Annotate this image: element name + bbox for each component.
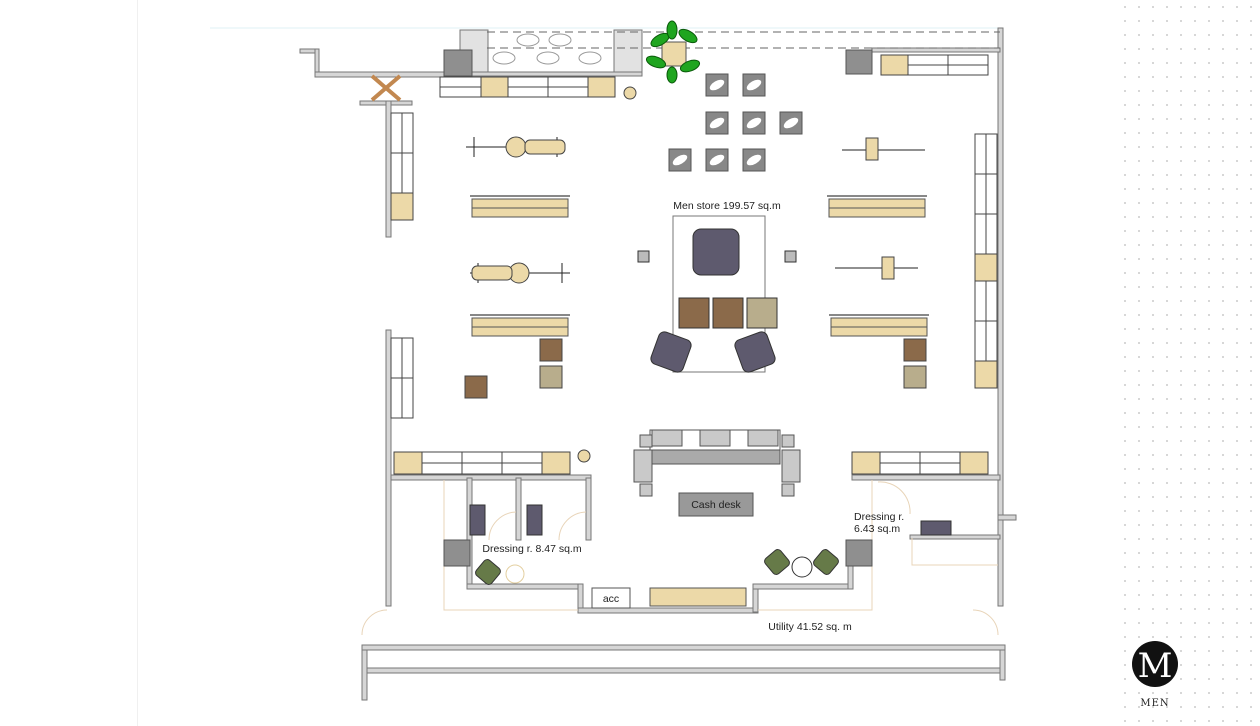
rug-tile xyxy=(539,338,563,362)
cash-desk-label: Cash desk xyxy=(691,499,741,511)
side-table xyxy=(637,250,650,263)
left-margin xyxy=(0,0,138,726)
shelf-unit xyxy=(974,253,998,282)
rug-tile xyxy=(539,365,563,389)
decor-stone xyxy=(492,51,516,65)
decor-stone xyxy=(578,51,602,65)
plinth-top xyxy=(709,117,725,129)
wall-shelving xyxy=(390,54,998,475)
plinth-top xyxy=(783,117,799,129)
dressing-room-left-label: Dressing r. 8.47 sq.m xyxy=(482,543,581,555)
light-fixture xyxy=(577,449,591,463)
decor-stone xyxy=(516,33,540,47)
decor-stone xyxy=(536,51,560,65)
door-swings xyxy=(361,74,999,636)
plinth-top xyxy=(672,154,688,166)
display-plinths xyxy=(464,33,927,399)
ottoman xyxy=(692,228,740,276)
acc-label: acc xyxy=(603,593,619,605)
shelf-unit xyxy=(880,54,909,76)
shelf-unit xyxy=(480,76,509,98)
round-table xyxy=(505,136,527,158)
dressing-room-right-label: Dressing r. xyxy=(854,511,904,523)
shelf-unit xyxy=(587,76,616,98)
plant-icon xyxy=(645,20,701,84)
pillars xyxy=(443,49,873,567)
display-racks xyxy=(466,136,929,337)
walls xyxy=(299,27,1017,701)
logo-caption: MEN xyxy=(1140,698,1169,709)
dotted-sidebar xyxy=(1118,0,1260,726)
cash-desk-area xyxy=(633,429,801,517)
rug-tile xyxy=(678,297,710,329)
hanger-stand xyxy=(865,137,879,161)
rug-tile xyxy=(903,338,927,362)
rug-tile xyxy=(903,365,927,389)
cash-desk xyxy=(678,492,754,517)
bench xyxy=(471,265,513,281)
men-store-label: Men store 199.57 sq.m xyxy=(673,200,781,212)
men-logo: M MEN xyxy=(1132,641,1178,709)
shelf-unit xyxy=(959,451,989,475)
rug-tile xyxy=(464,375,488,399)
light-fixture xyxy=(623,86,637,100)
shelf-unit xyxy=(974,360,998,389)
side-table xyxy=(784,250,797,263)
svg-text:M: M xyxy=(1138,646,1173,686)
bench xyxy=(524,139,566,155)
armchair xyxy=(650,331,692,373)
hanger-stand xyxy=(881,256,895,280)
decor-stone xyxy=(548,33,572,47)
shelf-unit xyxy=(390,192,414,221)
plinth-top xyxy=(709,79,725,91)
rug-tile xyxy=(746,297,778,329)
dressing-room-right-area: 6.43 sq.m xyxy=(854,523,900,535)
plinth-top xyxy=(746,79,762,91)
shelf-unit xyxy=(851,451,881,475)
shelf-unit xyxy=(541,451,571,475)
dressing-furniture xyxy=(469,504,952,609)
plinth-top xyxy=(746,117,762,129)
plinth-top xyxy=(709,154,725,166)
plinth-top xyxy=(746,154,762,166)
center-lounge xyxy=(637,215,797,373)
shelf-unit xyxy=(393,451,423,475)
rug-tile xyxy=(712,297,744,329)
armchair xyxy=(734,331,776,373)
utility-label: Utility 41.52 sq. m xyxy=(768,621,852,633)
